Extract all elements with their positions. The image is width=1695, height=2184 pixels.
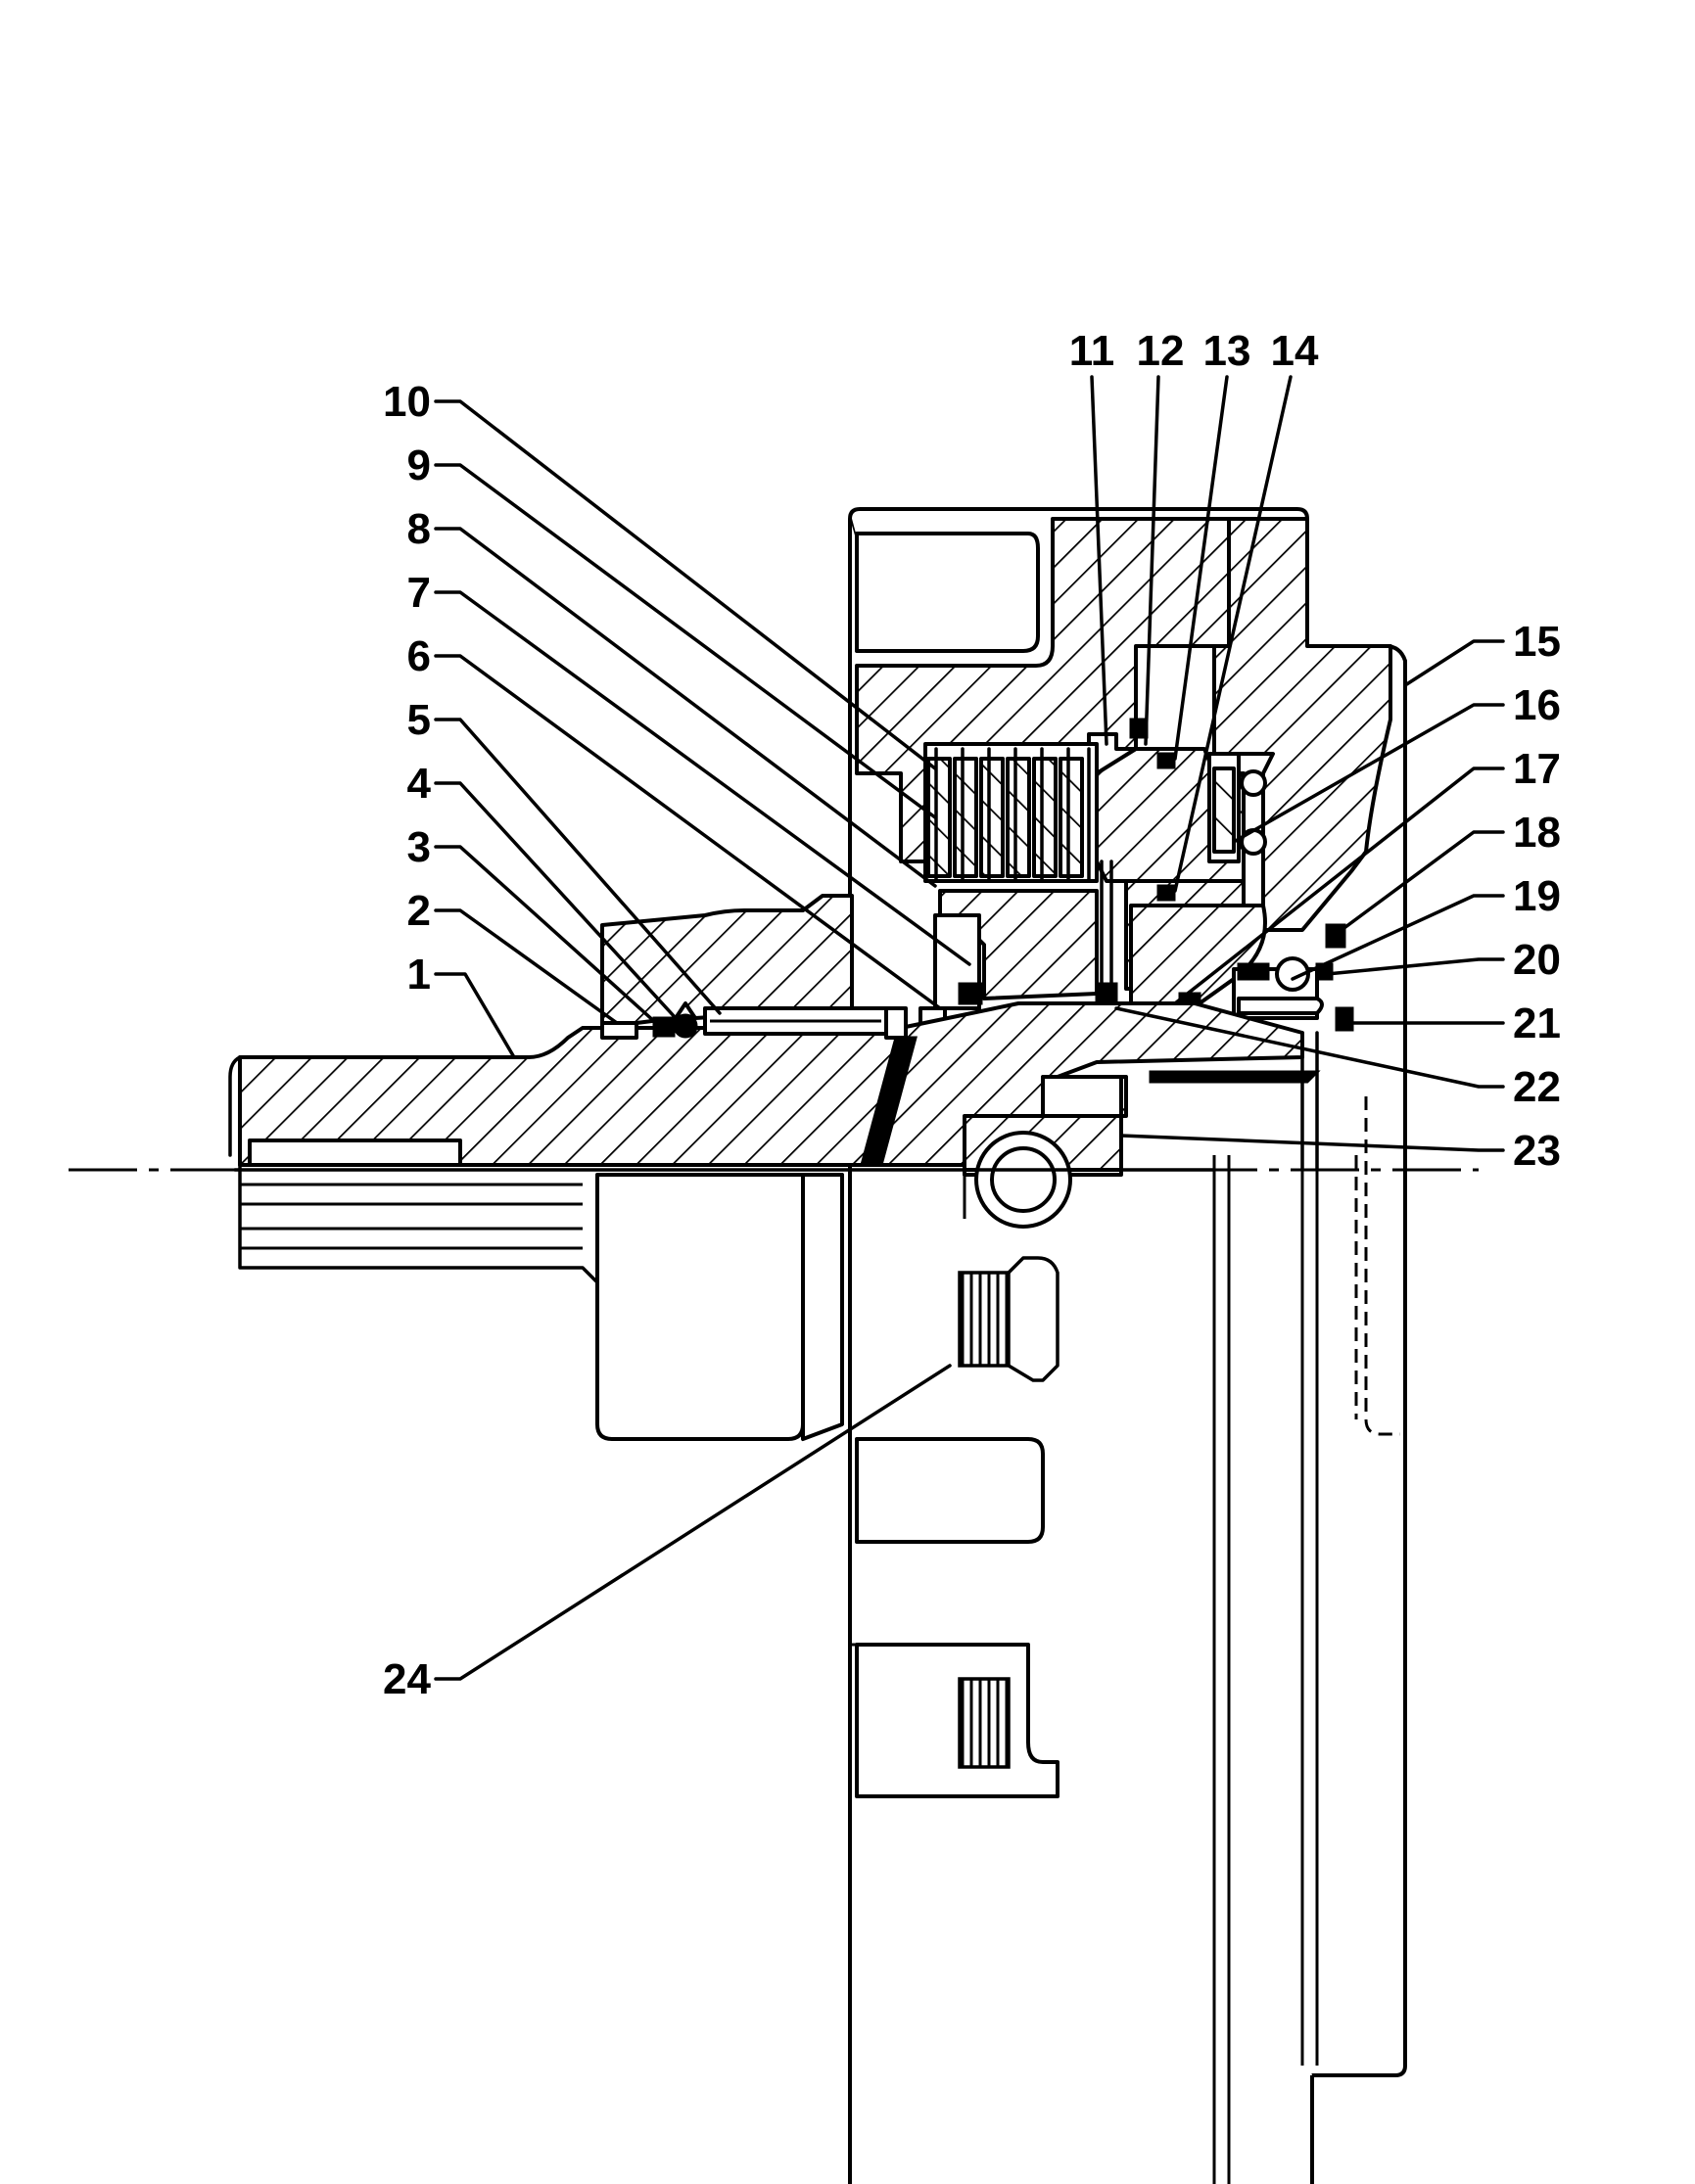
label-15: 15 bbox=[1513, 618, 1561, 666]
label-13: 13 bbox=[1203, 327, 1251, 375]
label-7: 7 bbox=[407, 569, 431, 617]
label-14: 14 bbox=[1271, 327, 1319, 375]
label-5: 5 bbox=[407, 696, 431, 744]
knurled-adjuster bbox=[958, 1256, 1059, 1769]
leader-lines bbox=[434, 375, 1505, 1681]
label-23: 23 bbox=[1513, 1127, 1561, 1175]
label-1: 1 bbox=[407, 951, 431, 999]
label-8: 8 bbox=[407, 505, 431, 553]
label-10: 10 bbox=[383, 378, 431, 426]
label-4: 4 bbox=[407, 760, 432, 808]
label-2: 2 bbox=[407, 887, 431, 935]
label-16: 16 bbox=[1513, 681, 1561, 729]
bearing-block bbox=[963, 1075, 1123, 1229]
label-18: 18 bbox=[1513, 809, 1561, 857]
label-9: 9 bbox=[407, 441, 431, 489]
label-22: 22 bbox=[1513, 1063, 1561, 1111]
label-24: 24 bbox=[383, 1655, 431, 1703]
label-11: 11 bbox=[1069, 327, 1115, 375]
label-17: 17 bbox=[1513, 745, 1561, 793]
label-6: 6 bbox=[407, 632, 431, 680]
label-20: 20 bbox=[1513, 936, 1561, 984]
front-cover bbox=[595, 894, 908, 1441]
part-labels: 10 9 8 7 6 5 4 3 2 1 24 11 12 13 14 15 1… bbox=[383, 327, 1561, 1703]
label-21: 21 bbox=[1513, 999, 1561, 1047]
label-3: 3 bbox=[407, 823, 431, 871]
clutch-plates bbox=[926, 747, 1091, 883]
clutch-pack bbox=[923, 718, 1267, 996]
label-19: 19 bbox=[1513, 872, 1561, 920]
label-12: 12 bbox=[1137, 327, 1185, 375]
hub bbox=[918, 889, 1267, 1030]
